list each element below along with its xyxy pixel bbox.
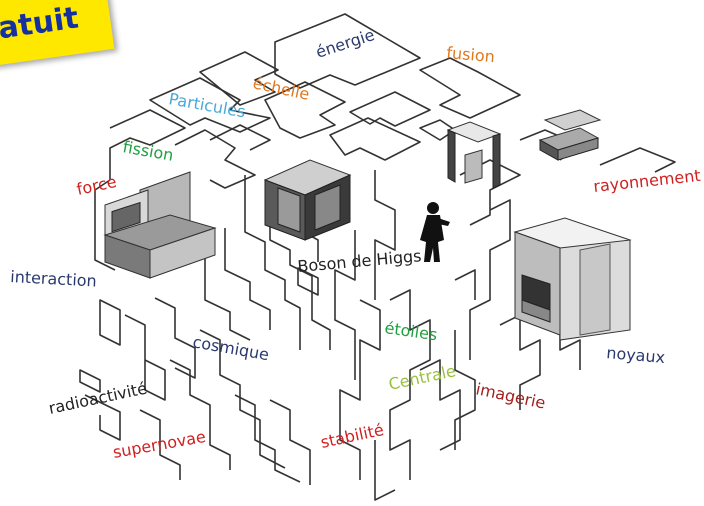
word-centrale: Centrale [387, 361, 458, 394]
word-rayonnement: rayonnement [592, 166, 701, 196]
small-console-icon [540, 110, 600, 160]
word-boson: Boson de Higgs [297, 246, 423, 276]
central-booth-icon [265, 160, 350, 240]
word-noyaux: noyaux [606, 343, 666, 367]
word-interaction: interaction [10, 267, 97, 291]
large-booth-icon [515, 218, 630, 340]
word-echelle: échelle [251, 73, 311, 104]
control-console-icon [105, 172, 215, 278]
word-fission: fission [121, 137, 175, 165]
word-energie: énergie [313, 25, 376, 62]
person-silhouette-icon [420, 202, 450, 262]
word-force: force [75, 172, 118, 199]
word-cosmique: cosmique [191, 332, 270, 364]
word-radioactivite: radioactivité [47, 379, 149, 418]
word-imagerie: imagerie [474, 379, 547, 412]
word-particules: Particules [167, 89, 247, 121]
portal-frame-icon [448, 122, 500, 188]
word-fusion: fusion [446, 43, 496, 66]
